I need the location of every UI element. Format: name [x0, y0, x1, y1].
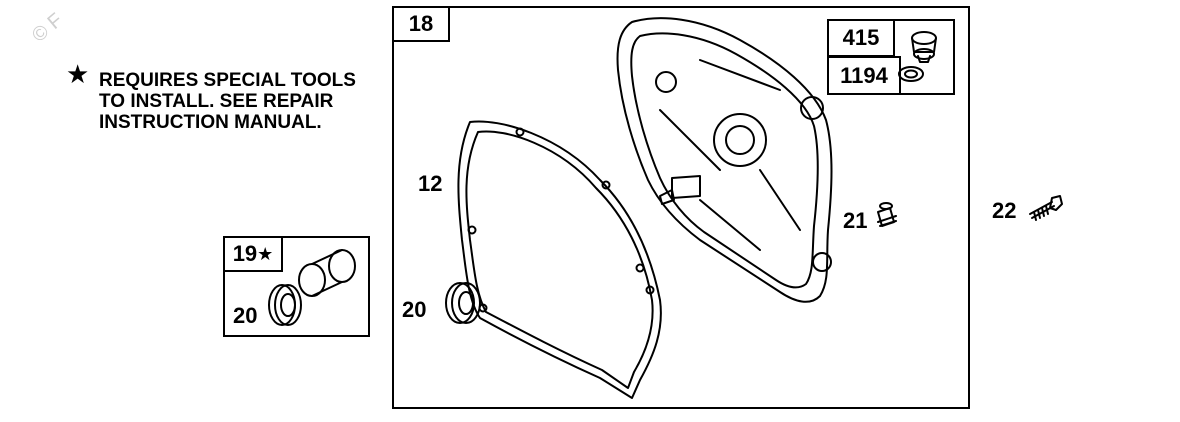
inset-label-19: 19 ★	[223, 236, 283, 272]
washer-icon	[898, 66, 924, 82]
callout-21: 21	[843, 208, 868, 233]
inset-number-1194: 1194	[840, 62, 888, 88]
callout-20: 20	[402, 297, 427, 322]
bolt-icon	[1029, 195, 1063, 221]
inset-label-1194: 1194	[827, 56, 901, 95]
bushing-icon	[298, 249, 356, 297]
oil-seal-icon	[268, 284, 302, 326]
callout-20-left: 20	[233, 303, 258, 328]
fill-plug-icon	[877, 202, 897, 227]
star-icon: ★	[257, 243, 274, 264]
note-line-3: INSTRUCTION MANUAL.	[99, 112, 322, 133]
crankcase-cover-icon	[616, 17, 833, 303]
main-assembly-box	[392, 6, 970, 409]
inset-number-415: 415	[842, 25, 880, 50]
gasket-icon	[457, 120, 662, 399]
special-tools-note: ★ REQUIRES SPECIAL TOOLS TO INSTALL. SEE…	[66, 61, 356, 133]
star-icon: ★	[66, 59, 90, 89]
drain-plug-icon	[911, 31, 937, 63]
inset-label-415: 415	[827, 19, 895, 57]
note-line-2: TO INSTALL. SEE REPAIR	[99, 91, 334, 112]
main-box-number: 18	[408, 11, 434, 36]
callout-22: 22	[992, 198, 1017, 223]
main-box-label: 18	[392, 6, 450, 42]
inset-number-19: 19	[232, 241, 258, 266]
inset-box-left	[223, 236, 370, 337]
note-line-1: REQUIRES SPECIAL TOOLS	[99, 70, 356, 91]
callout-12: 12	[418, 171, 443, 196]
oil-seal-icon	[445, 282, 481, 324]
